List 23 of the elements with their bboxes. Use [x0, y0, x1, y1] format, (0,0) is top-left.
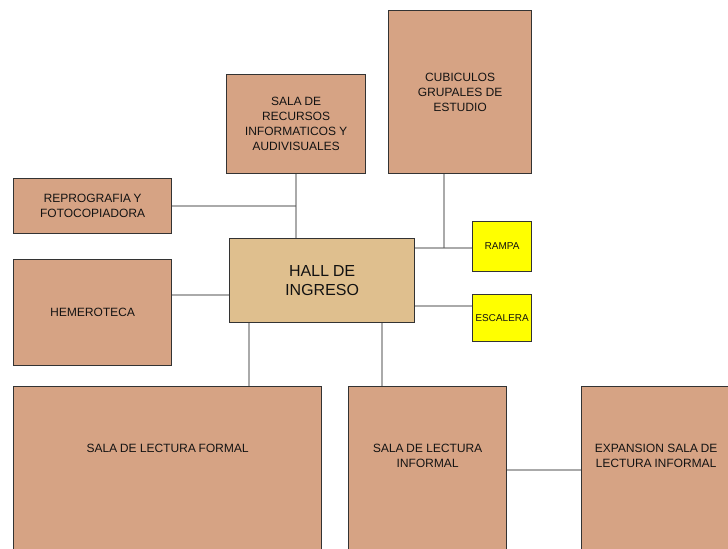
room-box	[13, 386, 322, 549]
room-box	[348, 386, 507, 549]
room-label: HEMEROTECA	[49, 305, 136, 320]
room-label: CUBICULOS GRUPALES DE ESTUDIO	[416, 70, 504, 114]
connector-line	[172, 294, 230, 296]
room-label: SALA DE LECTURA FORMAL	[85, 440, 250, 456]
room-box	[581, 386, 728, 549]
room-box	[226, 74, 366, 174]
room-label: ESCALERA	[475, 312, 529, 324]
room-label: RAMPA	[484, 240, 520, 253]
room-label: HALL DE INGRESO	[284, 262, 360, 300]
room-label: EXPANSION SALA DE LECTURA INFORMAL	[594, 440, 718, 470]
hall-box	[229, 238, 415, 323]
access-box	[472, 221, 532, 272]
room-label: SALA DE LECTURA INFORMAL	[372, 440, 484, 470]
room-box	[13, 259, 172, 366]
room-box	[388, 10, 532, 174]
room-box	[13, 178, 172, 234]
room-label: SALA DE RECURSOS INFORMATICOS Y AUDIVISUALES	[244, 94, 348, 154]
connector-line	[172, 206, 296, 238]
connector-line	[248, 322, 250, 386]
room-label: REPROGRAFIA Y FOTOCOPIADORA	[38, 191, 146, 221]
access-box	[472, 294, 532, 342]
